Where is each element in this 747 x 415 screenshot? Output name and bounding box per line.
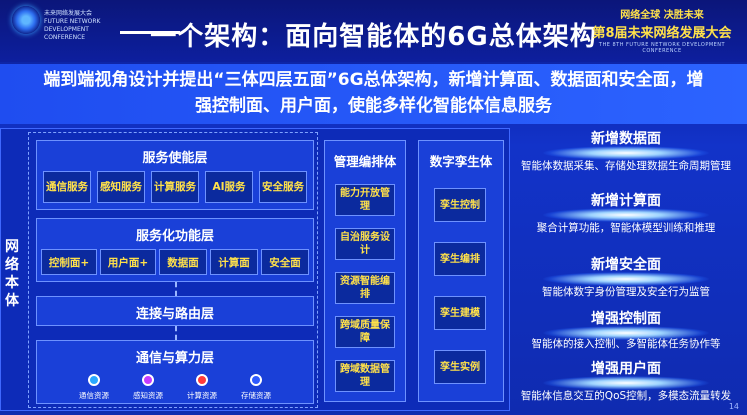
service-enable-layer: 服务使能层 通信服务 感知服务 计算服务 AI服务 安全服务 [36,140,314,210]
intro-banner: 端到端视角设计并提出“三体四层五面”6G总体架构，新增计算面、数据面和安全面，增… [0,64,747,124]
resource-label: 感知资源 [133,391,163,400]
twin-orchestration: 孪生编排 [434,242,486,276]
resource-label: 存储资源 [241,391,271,400]
conference-subtitle: THE 8TH FUTURE NETWORK DEVELOPMENT CONFE… [598,42,726,54]
chip-security-service: 安全服务 [259,171,307,203]
enhanced-control-plane-desc: 智能体的接入控制、多智能体任务协作等 [531,338,721,350]
conference-logo-left: 未来网络发展大会 FUTURE NETWORK DEVELOPMENT CONF… [12,6,100,41]
chip-ai-service: AI服务 [205,171,253,203]
management-orchestration-column: 管理编排体 [324,140,406,402]
resource-sense: 感知资源 [123,374,173,401]
glow-plate [543,208,709,222]
intro-line-2: 强控制面、用户面，使能多样化智能体信息服务 [195,96,552,116]
page-number: 14 [728,402,739,411]
conference-logo-right: 网络全球 决胜未来 第8届未来网络发展大会 THE 8TH FUTURE NET… [587,6,737,56]
logo-caption: 未来网络发展大会 FUTURE NETWORK DEVELOPMENT CONF… [44,10,101,41]
mgmt-cross-domain-data: 跨域数据管理 [335,360,395,392]
sensor-icon [142,374,154,386]
new-compute-plane-title: 新增计算面 [591,193,661,209]
glow-plate [543,146,709,160]
cpu-icon [196,374,208,386]
network-body-frame [28,132,318,408]
chip-compute-service: 计算服务 [151,171,199,203]
conference-name: 第8届未来网络发展大会 [592,26,732,41]
new-security-plane-desc: 智能体数字身份管理及安全行为监管 [542,286,710,298]
new-data-plane-desc: 智能体数据采集、存储处理数据生命周期管理 [521,160,731,172]
resource-label: 通信资源 [79,391,109,400]
resource-label: 计算资源 [187,391,217,400]
glow-plate [543,272,709,286]
title-accent-line [120,31,180,34]
layer-title: 连接与路由层 [135,307,214,322]
resource-compute: 计算资源 [177,374,227,401]
mgmt-capability-exposure: 能力开放管理 [335,184,395,216]
page-title: 一个架构：面向智能体的6G总体架构 [150,22,597,52]
layer-title: 通信与算力层 [135,351,214,366]
chip-sense-service: 感知服务 [97,171,145,203]
comm-compute-layer: 通信与算力层 通信资源 感知资源 计算资源 存储资源 [36,340,314,404]
glow-plate [543,376,709,390]
chip-compute-plane: 计算面 [210,249,258,275]
connect-route-layer: 连接与路由层 [36,296,314,326]
twin-control: 孪生控制 [434,188,486,222]
service-function-layer: 服务化功能层 控制面+ 用户面+ 数据面 计算面 安全面 [36,218,314,282]
connector-line [175,282,179,296]
mgmt-resource-orchestration: 资源智能编排 [335,272,395,304]
new-compute-plane-desc: 聚合计算功能，智能体模型训练和推理 [536,222,716,234]
enhanced-user-plane-desc: 智能体信息交互的QoS控制，多模态流量转发 [520,390,732,402]
chip-comm-service: 通信服务 [43,171,91,203]
glow-plate [543,326,709,340]
enhanced-user-plane-title: 增强用户面 [591,361,661,377]
new-security-plane-title: 新增安全面 [591,257,661,273]
globe-icon [12,6,40,34]
resource-comm: 通信资源 [69,374,119,401]
enhanced-control-plane-title: 增强控制面 [591,311,661,327]
wifi-icon [88,374,100,386]
network-body-label: 网络本体 [5,239,19,309]
resource-storage: 存储资源 [231,374,281,401]
layer-title: 服务使能层 [142,151,208,166]
mgmt-autonomous-design: 自治服务设计 [335,228,395,260]
mgmt-cross-domain-quality: 跨域质量保障 [335,316,395,348]
plane-summary-panel: 新增数据面 智能体数据采集、存储处理数据生命周期管理 新增计算面 聚合计算功能，… [505,126,747,415]
intro-line-1: 端到端视角设计并提出“三体四层五面”6G总体架构，新增计算面、数据面和安全面，增 [43,70,704,90]
new-data-plane-title: 新增数据面 [591,131,661,147]
twin-modeling: 孪生建模 [434,296,486,330]
conference-slogan: 网络全球 决胜未来 [620,10,704,21]
layer-title: 服务化功能层 [135,229,214,244]
chip-control-plane: 控制面+ [41,249,97,275]
connector-line [175,326,179,340]
column-title: 管理编排体 [333,154,397,169]
chip-user-plane: 用户面+ [100,249,156,275]
chip-data-plane: 数据面 [159,249,207,275]
chip-security-plane: 安全面 [261,249,309,275]
twin-instance: 孪生实例 [434,350,486,384]
column-title: 数字孪生体 [429,154,493,169]
storage-icon [250,374,262,386]
